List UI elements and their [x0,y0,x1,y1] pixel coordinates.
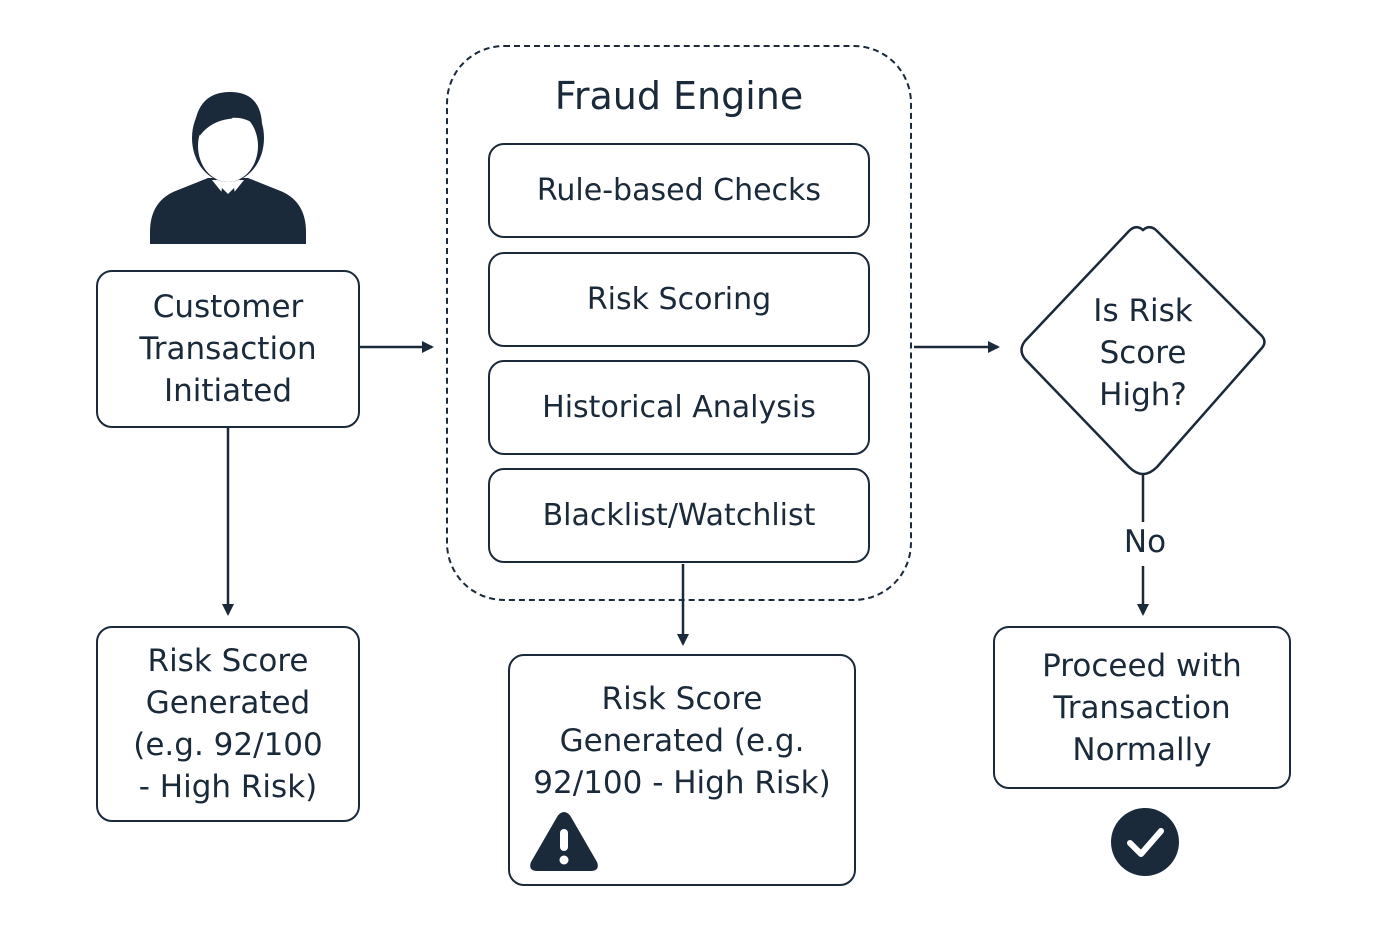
proceed-transaction-label: Proceed with Transaction Normally [1042,647,1242,768]
engine-step-label: Historical Analysis [542,389,816,425]
center-risk-score-node: Risk Score Generated (e.g. 92/100 - High… [508,654,856,886]
engine-step-blacklist-watchlist: Blacklist/Watchlist [488,468,870,563]
customer-transaction-node: Customer Transaction Initiated [96,270,360,428]
engine-step-rule-based-checks: Rule-based Checks [488,143,870,238]
person-icon [150,92,306,244]
fraud-engine-title: Fraud Engine [554,74,804,118]
engine-step-risk-scoring: Risk Scoring [488,252,870,347]
decision-diamond [1020,226,1266,476]
warning-icon [530,812,598,871]
decision-label: Is Risk Score High? [1093,293,1193,413]
proceed-transaction-node: Proceed with Transaction Normally [993,626,1291,789]
engine-step-label: Rule-based Checks [536,172,822,208]
no-branch-label: No [1110,522,1180,562]
engine-step-label: Risk Scoring [586,281,772,317]
center-risk-score-label: Risk Score Generated (e.g. 92/100 - High… [533,681,831,801]
left-risk-score-node: Risk Score Generated (e.g. 92/100 - High… [96,626,360,822]
checkmark-icon [1111,808,1179,876]
customer-transaction-label: Customer Transaction Initiated [139,289,317,409]
engine-step-historical-analysis: Historical Analysis [488,360,870,455]
left-risk-score-label: Risk Score Generated (e.g. 92/100 - High… [133,643,323,805]
fraud-engine-group [446,45,912,601]
engine-step-label: Blacklist/Watchlist [542,497,816,533]
